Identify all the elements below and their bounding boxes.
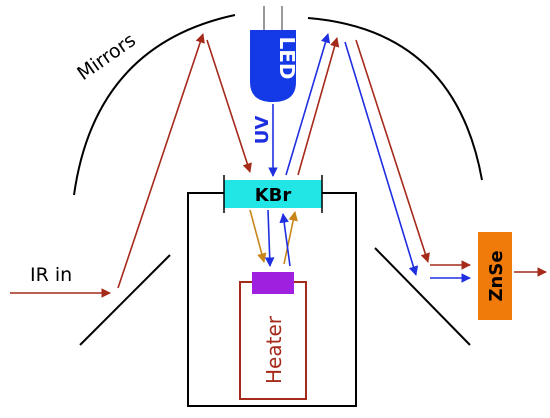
uv-beam-to-right-mirror [285,33,331,176]
znse-window [478,232,512,320]
ir-beam-to-sample [249,209,267,263]
znse-label: ZnSe [486,250,507,301]
ir-in-label: IR in [30,264,72,286]
kbr-label: KBr [255,185,292,206]
ir-beam-to-kbr [206,39,252,173]
uv-beam-from-sample [279,213,291,267]
led-label: LED [275,36,299,79]
uv-beam-to-sample [264,209,275,267]
left-mirror-arc [73,14,236,196]
kbr-window [224,180,322,208]
mirrors-label: Mirrors [73,29,140,85]
left-flat-mirror [79,254,171,346]
ir-beam-to-right-mirror [297,37,340,176]
heater-label: Heater [262,315,286,384]
uv-label: UV [252,116,273,145]
ir-beam-to-mirror [117,33,205,289]
heater-block [239,281,307,400]
ir-beam-from-sample [283,211,298,265]
right-mirror-arc [307,17,483,181]
uv-beam-to-right-flat [344,41,419,276]
led-body [250,30,296,102]
ir-beam-to-right-flat [355,39,430,263]
sample-pellet [252,272,294,294]
right-flat-mirror [374,247,471,346]
